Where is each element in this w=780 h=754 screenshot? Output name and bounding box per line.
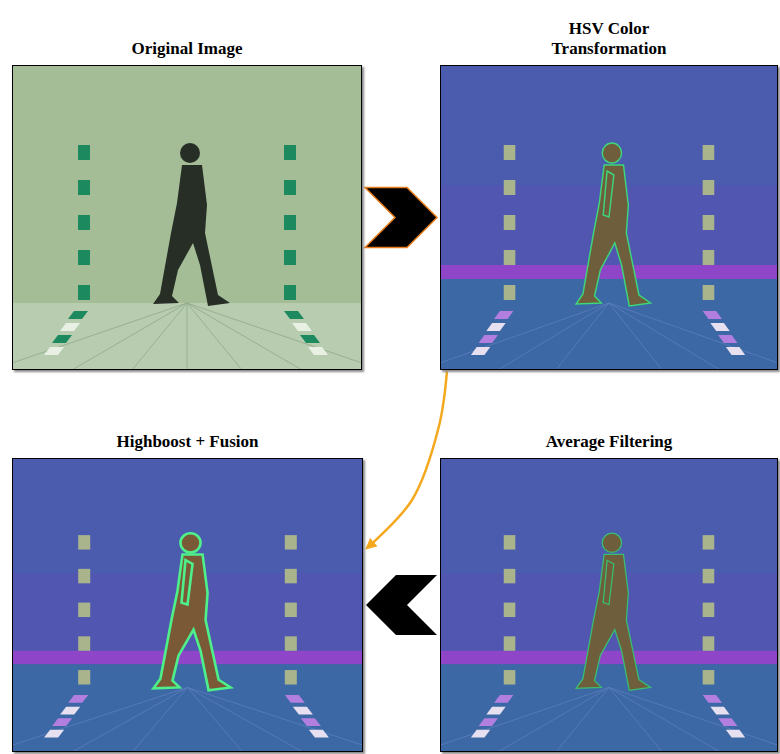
panel-title: Highboost + Fusion xyxy=(12,432,363,452)
panel-heading: Original Image xyxy=(12,39,362,59)
image-panel: Original Image xyxy=(12,39,362,370)
panel-heading: Average Filtering xyxy=(440,432,778,452)
image-frame xyxy=(440,65,778,370)
image-frame xyxy=(12,458,363,752)
chevron-arrow xyxy=(365,188,437,248)
person-figure xyxy=(576,143,650,306)
panel-title: HSV Color Transformation xyxy=(539,19,679,58)
original-photo xyxy=(12,65,362,370)
image-frame xyxy=(440,458,778,752)
highboost-image xyxy=(12,458,363,752)
average-image xyxy=(440,458,778,752)
image-panel: HSV Color Transformation xyxy=(440,19,778,370)
person-figure xyxy=(153,533,230,690)
highboost-scene xyxy=(12,458,363,752)
chevron-arrow xyxy=(366,575,437,635)
hsv-image xyxy=(440,65,778,370)
hsv-scene xyxy=(440,65,778,370)
panel-heading: HSV Color Transformation xyxy=(539,19,679,58)
original-scene xyxy=(12,65,362,370)
panel-heading: Highboost + Fusion xyxy=(12,432,363,452)
image-frame xyxy=(12,65,362,370)
image-panel: Highboost + Fusion xyxy=(12,432,363,752)
average-scene xyxy=(440,458,778,752)
person-figure xyxy=(576,533,650,690)
curved-arrow xyxy=(367,371,447,548)
panel-title: Average Filtering xyxy=(440,432,778,452)
panel-title: Original Image xyxy=(12,39,362,59)
image-panel: Average Filtering xyxy=(440,432,778,752)
